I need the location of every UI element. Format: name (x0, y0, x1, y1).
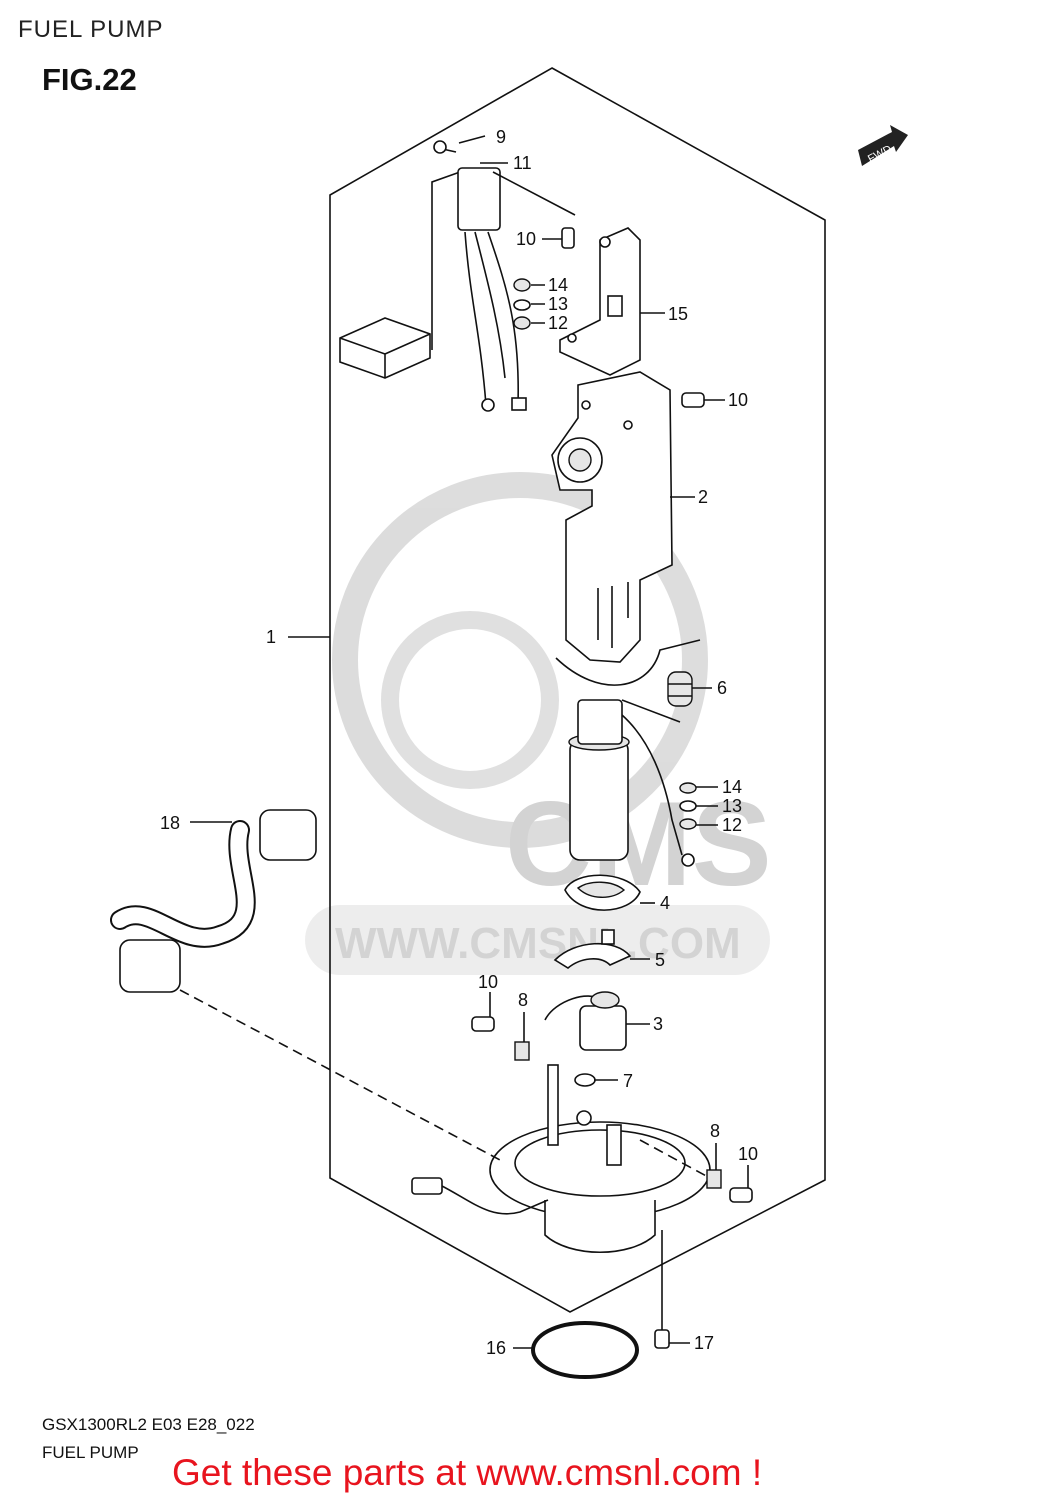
grommet (667, 671, 693, 707)
callout-5: 5 (655, 950, 665, 970)
callout-10-top: 10 (516, 229, 536, 249)
callout-3: 3 (653, 1014, 663, 1034)
callout-8-left: 8 (518, 990, 528, 1010)
pressure-regulator (544, 991, 627, 1051)
callout-10-right: 10 (738, 1144, 758, 1164)
callout-8-right: 8 (710, 1121, 720, 1141)
callout-10-housing: 10 (728, 390, 748, 410)
plate-hardware-right (706, 1169, 753, 1203)
callout-9: 9 (496, 127, 506, 147)
nut-washer-stack-top (513, 278, 531, 330)
fuel-level-sender (339, 140, 527, 412)
bolt-icon (561, 227, 575, 249)
assembly-boundary (329, 67, 826, 1313)
callout-10-left: 10 (478, 972, 498, 992)
callout-16: 16 (486, 1338, 506, 1358)
callout-1: 1 (266, 627, 276, 647)
callout-6: 6 (717, 678, 727, 698)
o-ring (531, 1321, 639, 1379)
watermark-url: WWW.CMSNL.COM (335, 919, 741, 968)
page-title: FUEL PUMP (18, 16, 164, 43)
callout-14-top: 14 (548, 275, 568, 295)
leader-lines (179, 135, 749, 1349)
mounting-plate (489, 1064, 711, 1254)
plate-wire (411, 1177, 549, 1215)
fuel-pump-motor (555, 639, 701, 867)
callout-2: 2 (698, 487, 708, 507)
callout-15: 15 (668, 304, 688, 324)
clamp-bolt-left (471, 1016, 530, 1061)
housing-bolt (681, 392, 705, 408)
filter-holder (564, 874, 641, 911)
pump-bracket (559, 227, 641, 376)
model-code: GSX1300RL2 E03 E28_022 (42, 1415, 255, 1434)
callout-11: 11 (513, 153, 532, 173)
callout-18: 18 (160, 813, 180, 833)
fwd-arrow-icon: FWD (858, 125, 908, 166)
callout-12-top: 12 (548, 313, 568, 333)
callout-14-motor: 14 (722, 777, 742, 797)
callout-17: 17 (694, 1333, 714, 1353)
callout-13-top: 13 (548, 294, 568, 314)
callout-labels: 1 2 3 4 5 6 7 8 8 9 10 10 10 10 11 12 12… (160, 127, 758, 1358)
callout-13-motor: 13 (722, 796, 742, 816)
parts-cta-link[interactable]: Get these parts at www.cmsnl.com ! (172, 1452, 763, 1493)
callout-4: 4 (660, 893, 670, 913)
footer-title: FUEL PUMP (42, 1443, 139, 1462)
callout-7: 7 (623, 1071, 633, 1091)
plate-bolt (654, 1329, 670, 1349)
callout-12-motor: 12 (722, 815, 742, 835)
retaining-clip (553, 929, 632, 969)
cms-watermark: CMS WWW.CMSNL.COM (305, 472, 772, 975)
fuel-hose (110, 809, 317, 993)
pump-housing (551, 371, 673, 663)
figure-label: FIG.22 (42, 62, 137, 97)
